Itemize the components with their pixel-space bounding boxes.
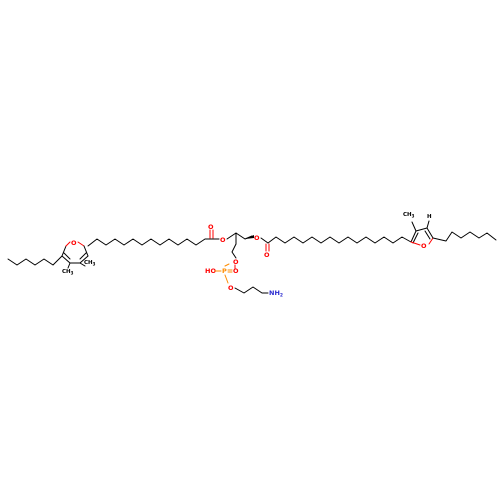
- atom-oxygen-carbonyl-left: O: [208, 223, 214, 231]
- bond-methyl-right: [411, 221, 417, 232]
- atom-phosphorus: P: [222, 267, 227, 275]
- right-alkyl-chain: [267, 236, 412, 244]
- atom-hydrogen-right: H: [427, 214, 432, 220]
- bond-hydrogen-right: [426, 220, 430, 229]
- atom-methyl-left-2: CH3: [84, 260, 96, 267]
- bond-methyl-left-1: [67, 262, 71, 269]
- ethanolamine-chain: [234, 286, 269, 294]
- atom-methyl-right: CH3: [403, 212, 415, 219]
- left-alkyl-chain: [87, 238, 213, 247]
- atom-oxygen-phosphate-double: O: [233, 267, 239, 275]
- left-furan-ring: [61, 241, 89, 264]
- atom-oxygen-furan-right: O: [421, 242, 427, 250]
- atom-oxygen-ester-left: O: [220, 236, 226, 244]
- atom-oxygen-furan-left: O: [71, 239, 77, 247]
- atom-oxygen-carbonyl-right: O: [264, 251, 270, 259]
- left-pentyl-chain: [7, 255, 63, 266]
- atom-amine: NH2: [269, 289, 283, 299]
- atom-oxygen-ester-right: O: [254, 234, 260, 242]
- atom-methyl-left-1: CH3: [62, 269, 74, 276]
- stereo-wedge: [245, 235, 254, 239]
- right-pentyl-chain: [432, 231, 497, 242]
- atom-hydroxyl-phosphate: HO: [205, 267, 216, 275]
- atom-oxygen-phosphate-glycerol: O: [233, 258, 239, 266]
- atom-oxygen-phosphate-ethanol: O: [228, 284, 234, 292]
- right-furan-ring: [410, 227, 434, 246]
- bond-methyl-left-2: [79, 262, 86, 267]
